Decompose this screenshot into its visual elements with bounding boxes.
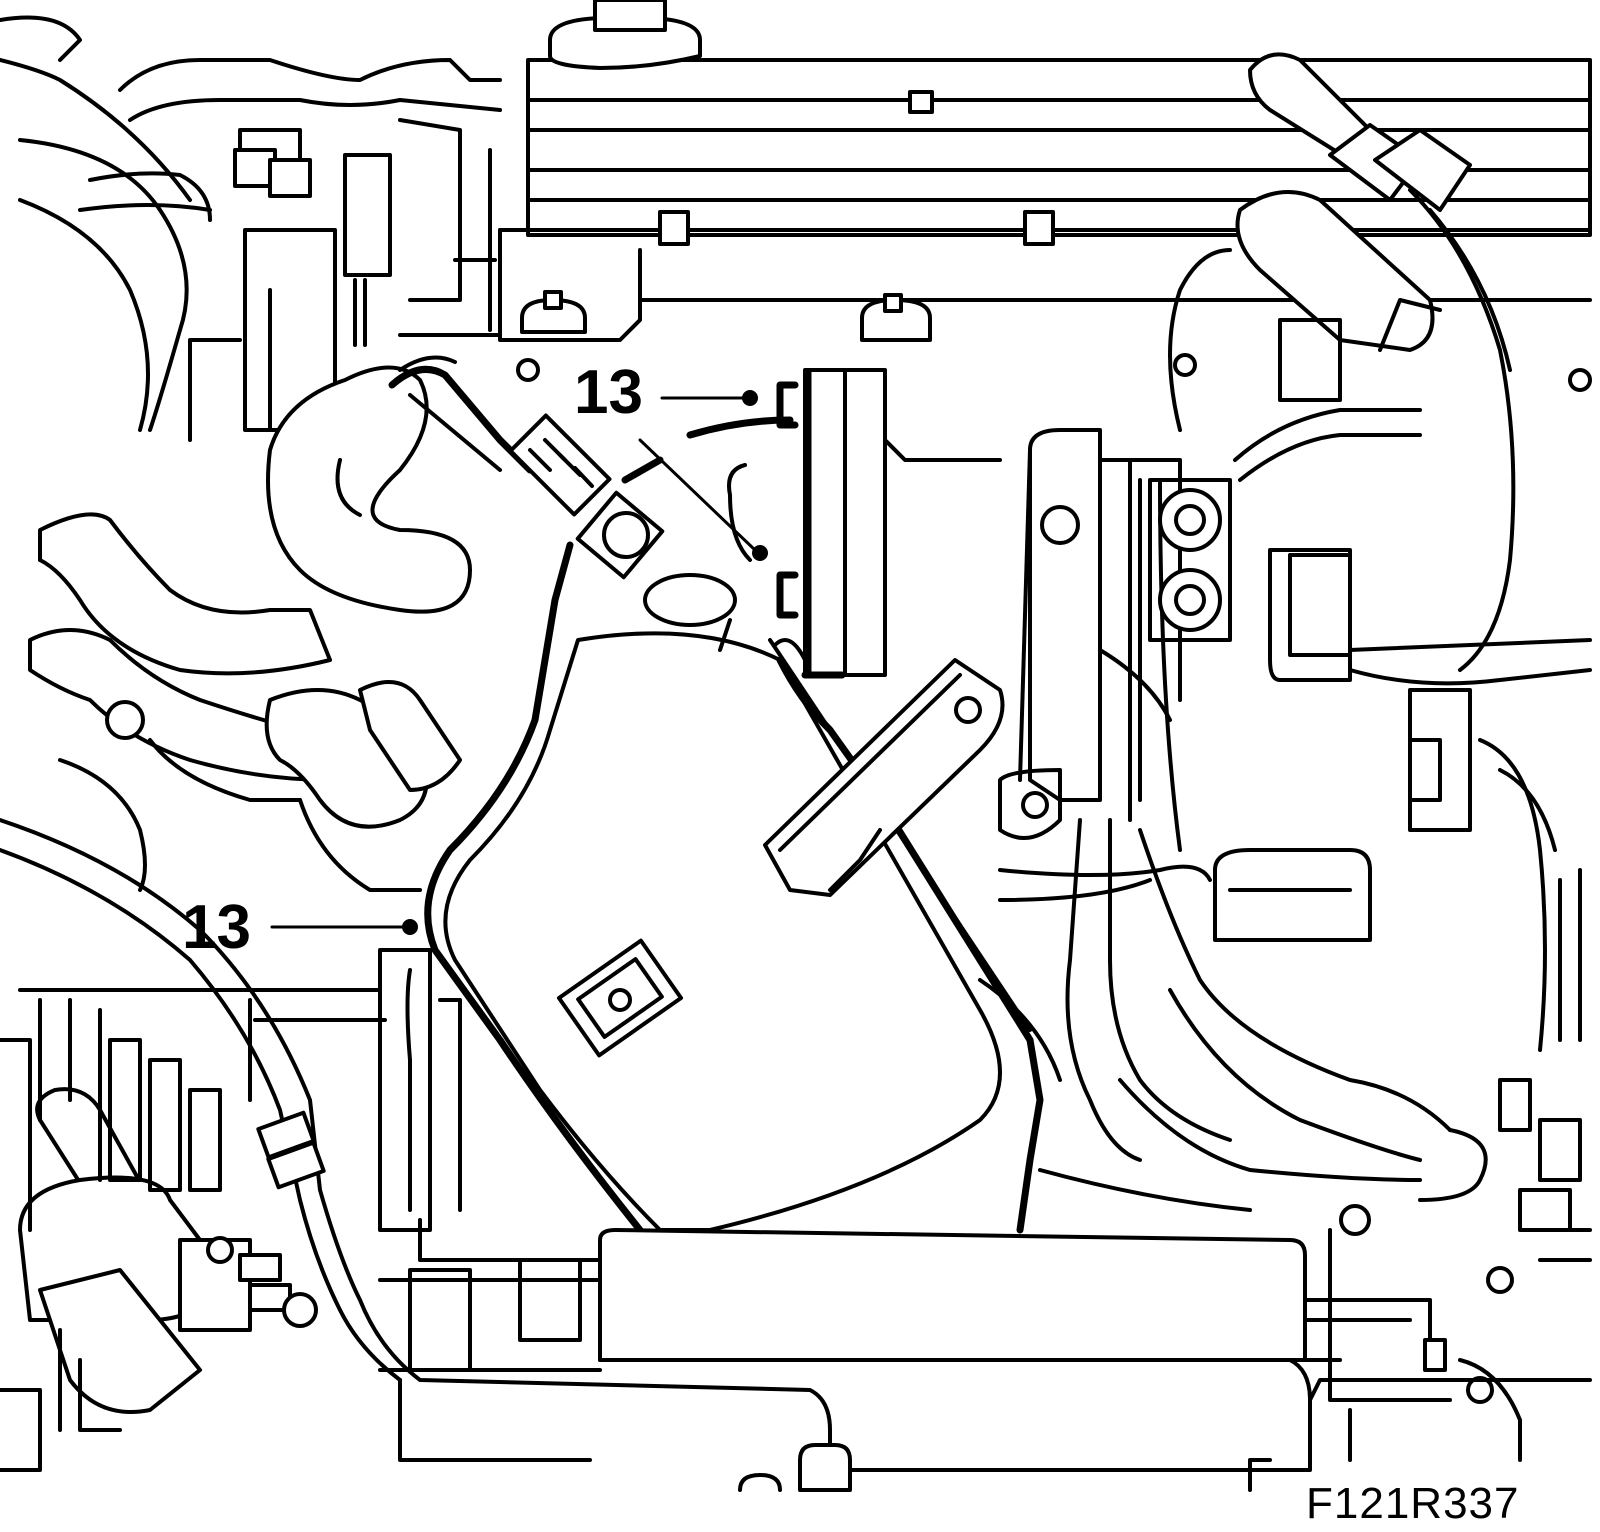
mounting-bracket (763, 658, 1005, 897)
throttle-body (998, 428, 1232, 852)
figure-reference: F121R337 (1306, 1479, 1519, 1528)
callout-13-lower: 13 (182, 893, 418, 962)
left-ribs (18, 948, 582, 1372)
left-hoses (0, 15, 502, 442)
callout-13-upper: 13 (574, 358, 768, 561)
coolant-hoses (28, 365, 472, 892)
right-components (1168, 52, 1592, 1052)
callout-label: 13 (182, 893, 251, 962)
lower-housing (378, 1078, 1592, 1462)
connector-block (643, 368, 1002, 679)
bottom-pipes (0, 818, 1592, 1492)
fuel-line-fitting (388, 355, 794, 580)
callout-label: 13 (574, 358, 643, 427)
lower-hoses (978, 818, 1488, 1212)
lower-left-pump (0, 1038, 318, 1472)
canister (424, 541, 1044, 1234)
